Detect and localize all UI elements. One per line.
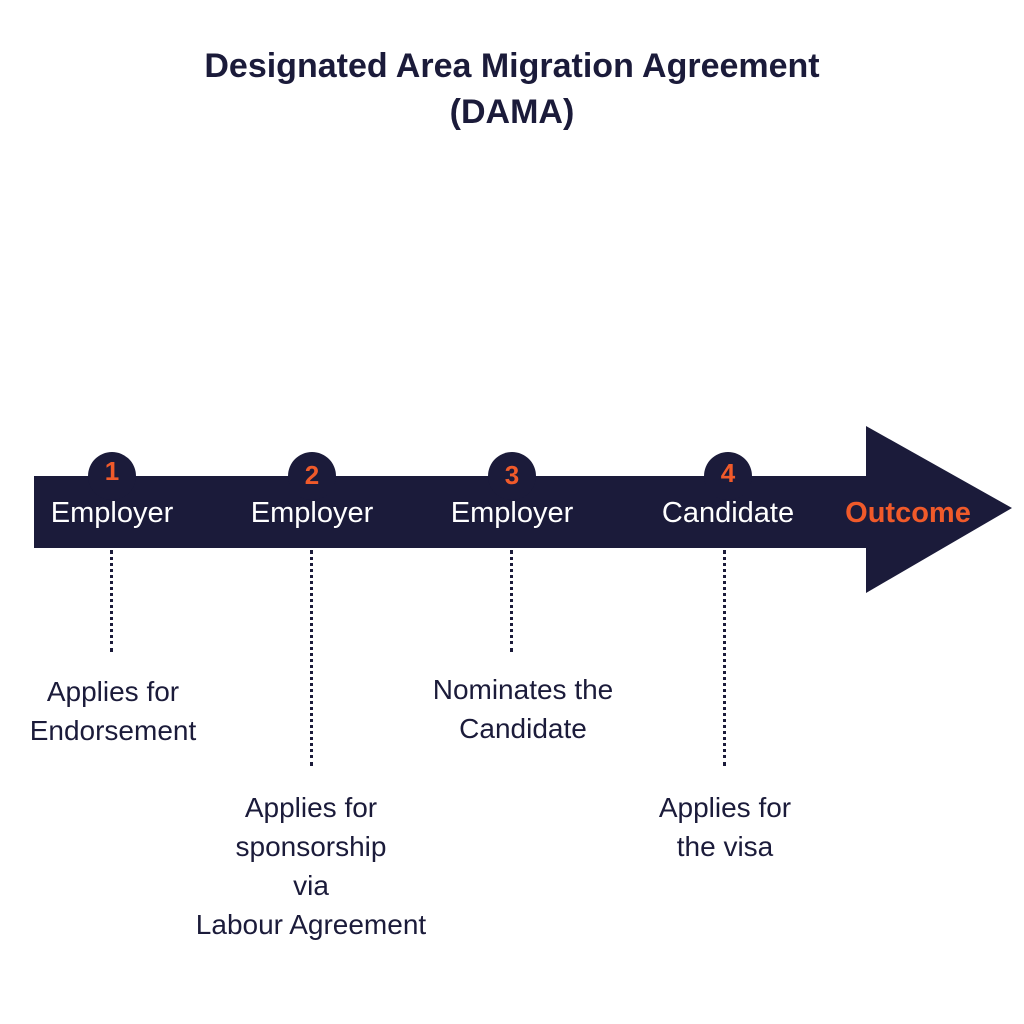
- step-3-description-line-1: Nominates the: [432, 674, 614, 705]
- step-1-marker: [88, 452, 136, 500]
- step-1-connector: [110, 550, 113, 652]
- step-2-description-line-2: sponsorship: [235, 831, 387, 862]
- step-2-description-line-4: Labour Agreement: [195, 909, 427, 940]
- step-1-role: Employer: [50, 497, 174, 529]
- step-3-connector: [510, 550, 513, 652]
- step-3-role: Employer: [450, 497, 574, 529]
- outcome-label: Outcome: [845, 497, 971, 529]
- step-4-connector: [723, 550, 726, 766]
- step-2-marker: [288, 452, 336, 500]
- step-4-description: Applies for the visa: [614, 788, 836, 866]
- step-3-description-line-2: Candidate: [459, 713, 587, 744]
- timeline-arrow-shape: [34, 426, 1012, 593]
- step-4-marker: [704, 452, 752, 500]
- step-3-number: 3: [504, 460, 520, 490]
- step-4-description-line-2: the visa: [676, 831, 774, 862]
- step-4-description-line-1: Applies for: [658, 792, 792, 823]
- step-1-description-line-1: Applies for: [46, 676, 180, 707]
- diagram-title-line-2: (DAMA): [449, 93, 575, 131]
- step-2-role: Employer: [250, 497, 374, 529]
- step-1-number: 1: [104, 456, 120, 486]
- step-2-description: Applies for sponsorship via Labour Agree…: [150, 788, 472, 944]
- diagram-title-line-1: Designated Area Migration Agreement: [204, 47, 820, 85]
- step-4-role: Candidate: [661, 497, 795, 529]
- step-2-description-line-1: Applies for: [244, 792, 378, 823]
- step-2-number: 2: [304, 460, 320, 490]
- step-1-description-line-2: Endorsement: [29, 715, 197, 746]
- step-3-description: Nominates the Candidate: [392, 670, 654, 748]
- step-3-marker: [488, 452, 536, 500]
- step-2-description-line-3: via: [293, 870, 329, 901]
- step-2-connector: [310, 550, 313, 766]
- step-4-number: 4: [720, 458, 736, 488]
- step-1-description: Applies for Endorsement: [0, 672, 226, 750]
